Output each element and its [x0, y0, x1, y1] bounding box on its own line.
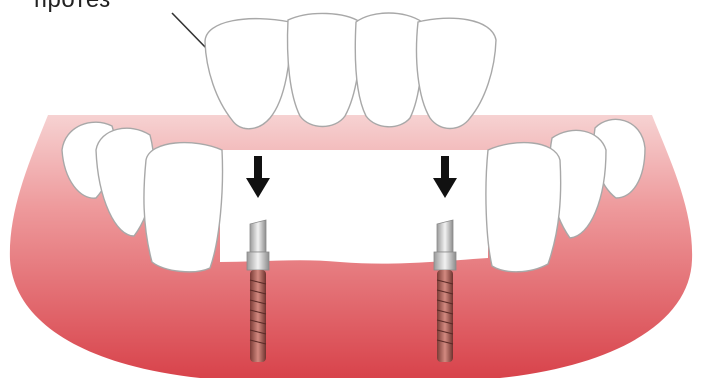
prosthesis-label: протез — [34, 0, 111, 14]
label-leader-line — [172, 13, 208, 50]
implant-left-collar — [247, 252, 269, 270]
implant-left — [247, 220, 269, 362]
implant-right-abutment — [437, 220, 453, 252]
tooth-right-canine — [486, 143, 561, 272]
implant-right — [434, 220, 456, 362]
implant-right-collar — [434, 252, 456, 270]
prosthesis-tooth-1 — [205, 19, 290, 129]
tooth-left-canine — [144, 143, 223, 272]
prosthesis — [205, 13, 496, 129]
prosthesis-tooth-3 — [355, 13, 422, 127]
prosthesis-tooth-4 — [417, 18, 497, 128]
implant-left-abutment — [250, 220, 266, 252]
prosthesis-tooth-2 — [288, 13, 361, 126]
